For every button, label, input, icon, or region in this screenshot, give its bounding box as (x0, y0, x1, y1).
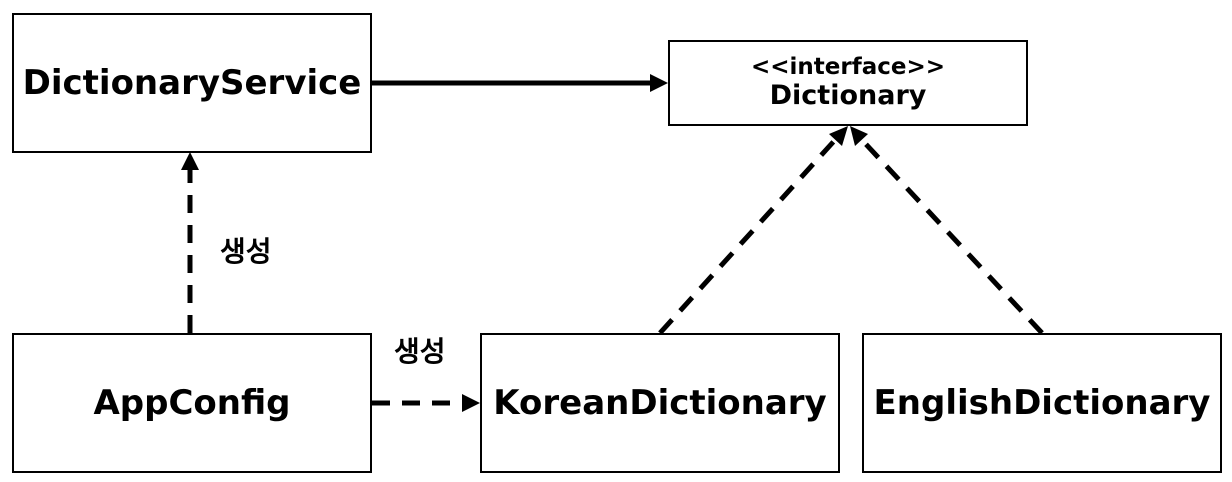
app-config-label: AppConfig (93, 383, 291, 423)
association-arrowhead (650, 74, 668, 92)
create-korean-label: 생성 (394, 335, 446, 368)
create-service-label: 생성 (220, 235, 272, 268)
realization-arrowhead-english (850, 126, 868, 146)
dictionary-service-box: DictionaryService (12, 13, 372, 153)
create-arrowhead-korean (462, 394, 480, 412)
english-dictionary-box: EnglishDictionary (862, 333, 1222, 473)
dictionary-interface-box: <<interface>> Dictionary (668, 40, 1028, 126)
dictionary-service-label: DictionaryService (22, 63, 362, 103)
english-dictionary-label: EnglishDictionary (873, 383, 1211, 423)
dictionary-interface-label: Dictionary (769, 80, 927, 112)
korean-dictionary-label: KoreanDictionary (493, 383, 827, 423)
realization-arrow-korean (658, 138, 837, 335)
korean-dictionary-box: KoreanDictionary (480, 333, 840, 473)
create-arrowhead-service (181, 152, 199, 170)
interface-stereotype: <<interface>> (750, 53, 946, 80)
realization-arrow-english (860, 138, 1044, 335)
app-config-box: AppConfig (12, 333, 372, 473)
realization-arrowhead-korean (829, 126, 848, 146)
